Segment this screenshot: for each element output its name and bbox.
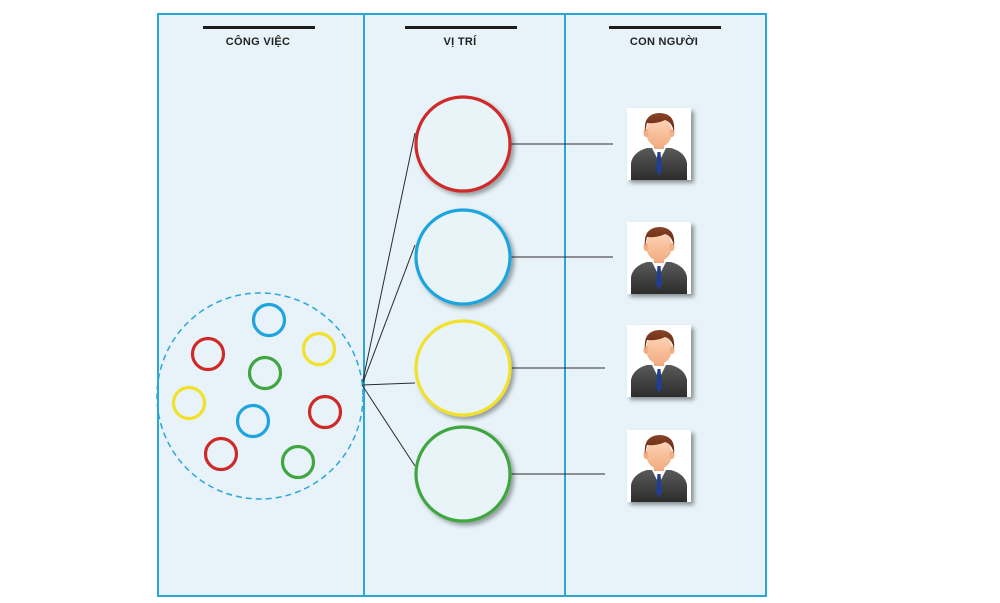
person-avatar-icon [627,430,691,502]
connector-lines [361,132,613,475]
person-tie [656,474,662,498]
connector-fan-line [361,384,416,467]
position-ring-blue [414,208,512,306]
positions-heading-bar [405,26,517,29]
task-ring-green [280,444,316,480]
person-tie [656,369,662,393]
person-ear [643,243,649,251]
task-ring-blue [235,403,271,439]
people-heading-bar [609,26,721,29]
person-hair [644,113,675,132]
person-ear [643,346,649,354]
task-ring-red [307,394,343,430]
task-ring-green [247,355,283,391]
connector-fan-line [361,244,416,386]
task-pool-boundary [156,292,364,500]
person-ear [643,451,649,459]
person-ear [669,129,675,137]
task-ring-red [190,336,226,372]
people-cards [627,108,691,502]
tasks-heading-bar [203,26,315,29]
person-avatar-icon [627,325,691,397]
person-avatar-icon [627,222,691,294]
person-ear [669,451,675,459]
position-ring-red [414,95,512,193]
person-hair [644,330,675,349]
positions-heading: VỊ TRÍ [443,36,477,48]
task-ring-yellow [301,331,337,367]
task-ring-blue [251,302,287,338]
position-rings [414,95,512,523]
connector-fan-line [361,132,416,386]
person-face [646,439,672,469]
person-tie [656,152,662,176]
task-rings [171,302,343,480]
person-face [646,231,672,261]
person-avatar-icon [627,108,691,180]
person-ear [643,129,649,137]
person-hair [644,227,675,246]
position-ring-green [414,425,512,523]
task-ring-yellow [171,385,207,421]
tasks-heading: CÔNG VIỆC [225,36,291,48]
position-ring-yellow [414,319,512,417]
person-ear [669,243,675,251]
person-ear [669,346,675,354]
task-ring-red [203,436,239,472]
connector-fan-line [361,382,416,386]
person-hair [644,435,675,454]
person-face [646,334,672,364]
person-tie [656,266,662,290]
people-heading: CON NGƯỜI [629,36,699,48]
person-face [646,117,672,147]
